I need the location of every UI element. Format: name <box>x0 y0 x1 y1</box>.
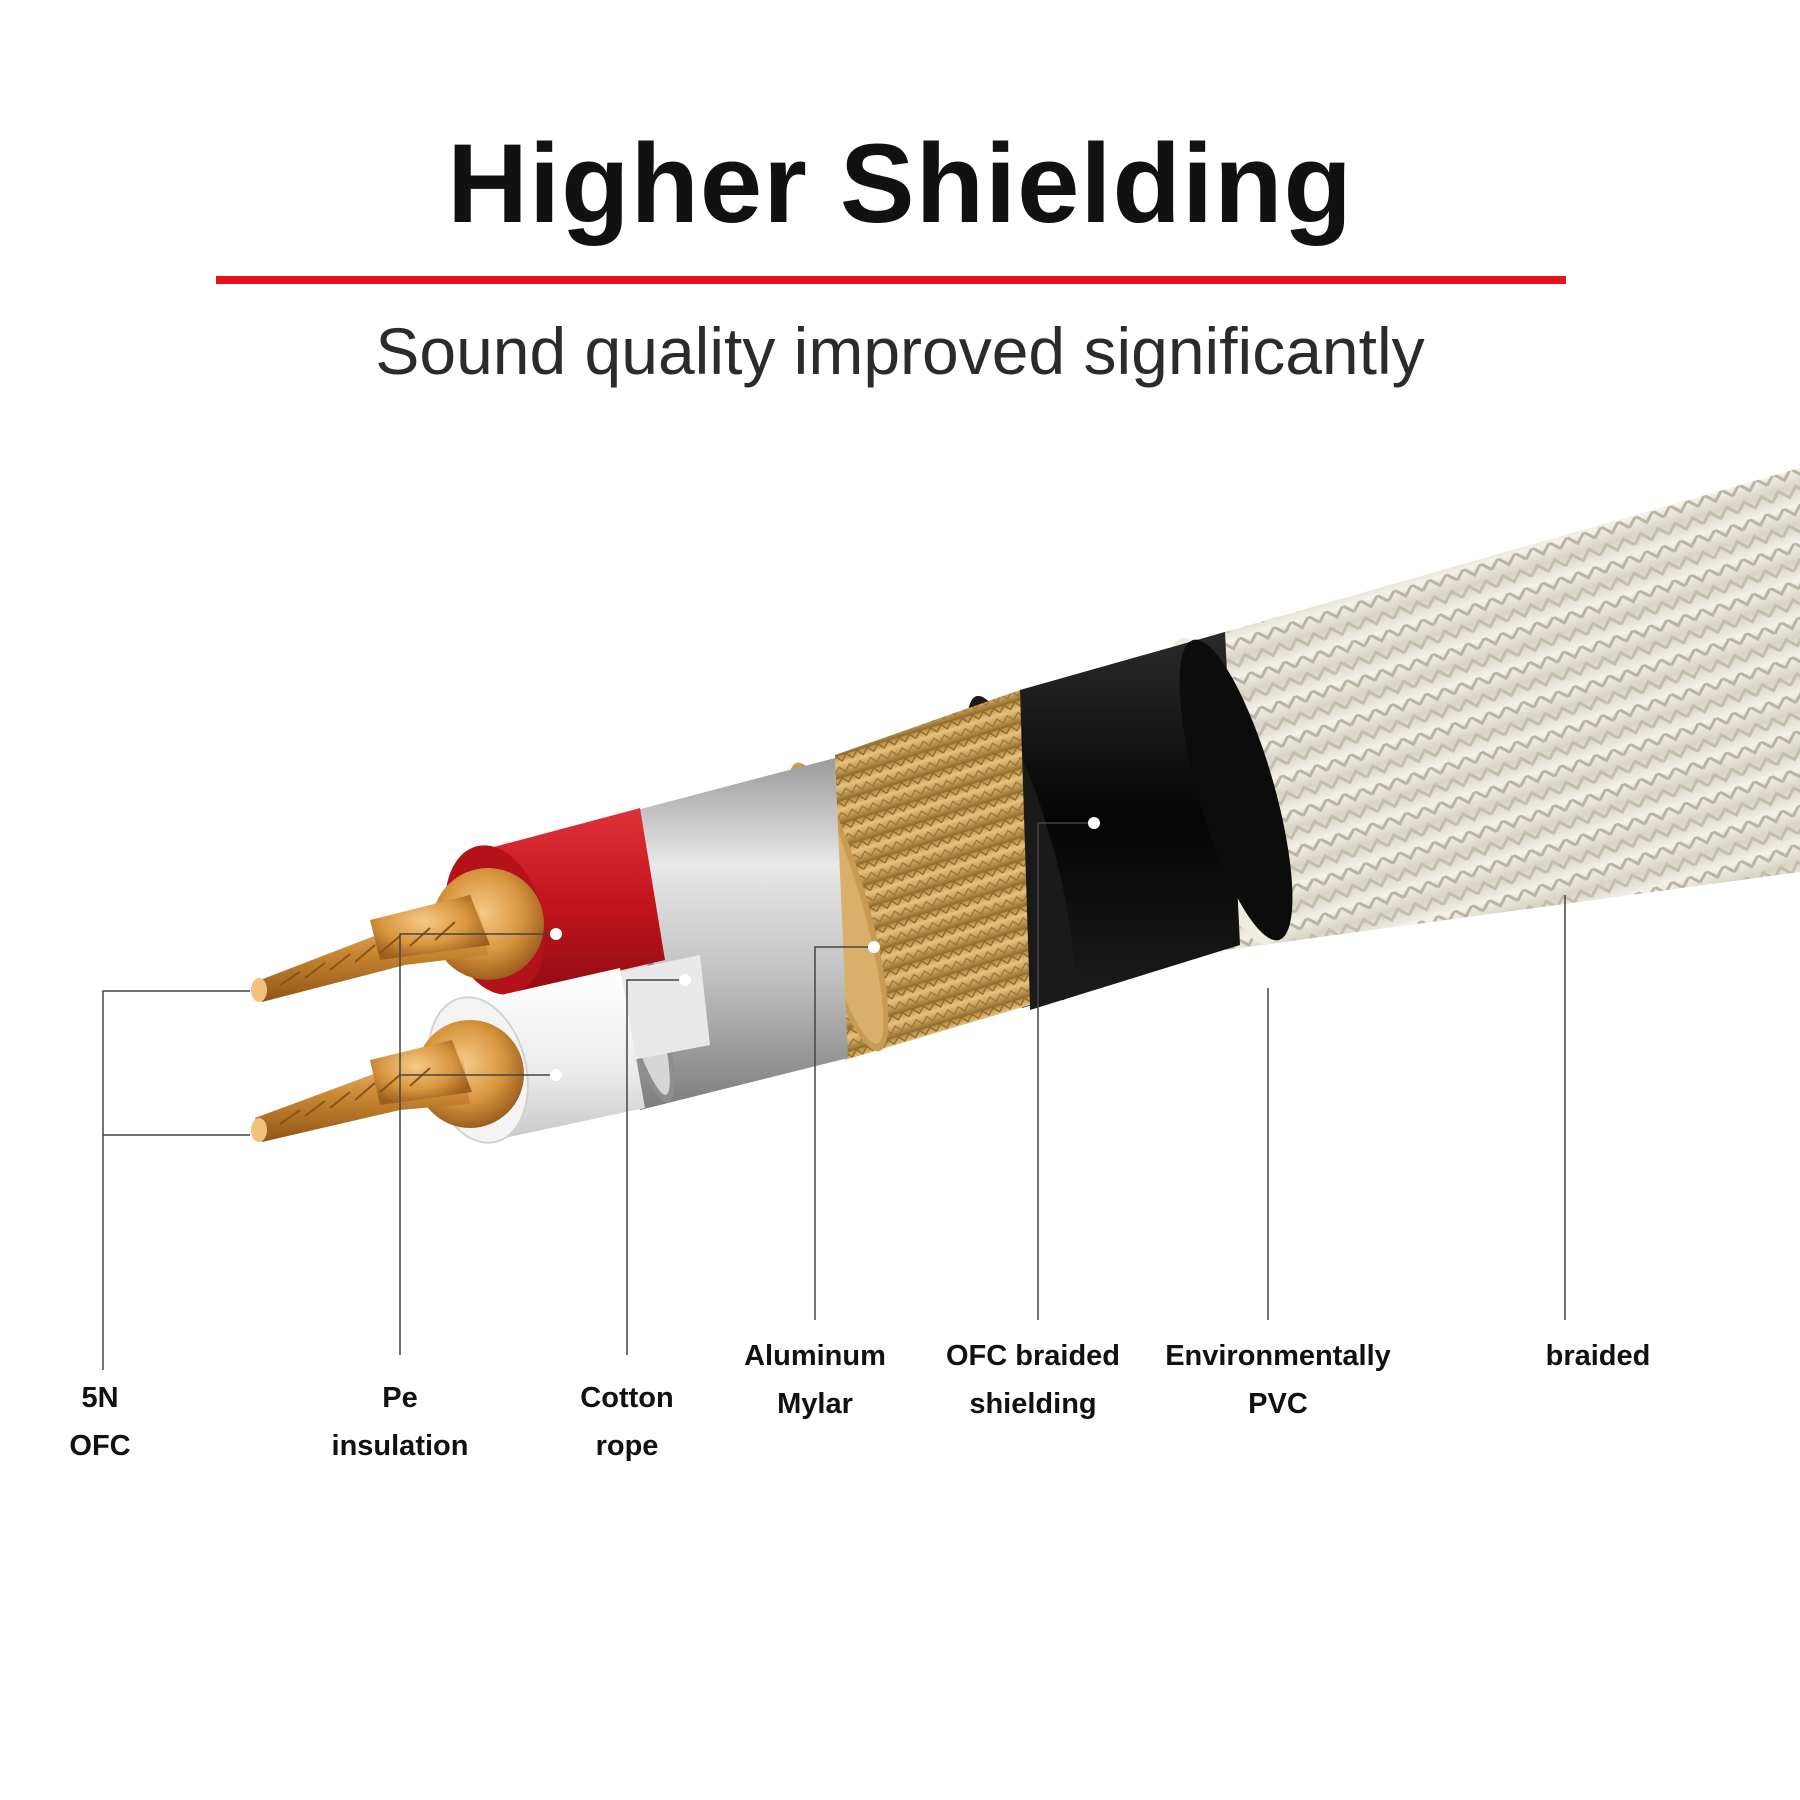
leader-pe-insulation <box>399 933 556 1355</box>
page-subtitle: Sound quality improved significantly <box>375 314 1425 388</box>
leader-5n-ofc <box>102 990 250 1370</box>
page-title: Higher Shielding <box>447 121 1353 246</box>
copper-strands-lower <box>251 1040 472 1142</box>
leader-ofc-braided-shielding <box>1037 822 1094 1320</box>
copper-strands-upper <box>251 895 490 1002</box>
red-insulated-conductor <box>432 808 665 995</box>
title-divider <box>216 276 1566 284</box>
leader-aluminum-mylar <box>814 946 874 1320</box>
leader-lines <box>102 822 1566 1370</box>
label-braided: braided <box>1545 1340 1651 1372</box>
leader-cotton-rope <box>626 979 685 1355</box>
leader-dots <box>550 817 1100 1081</box>
